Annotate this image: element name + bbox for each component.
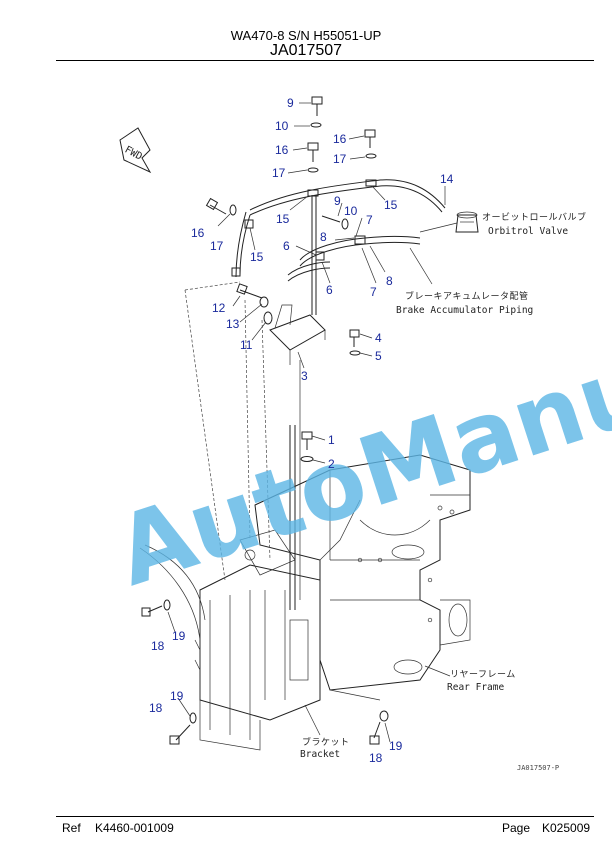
rear-frame-label-en: Rear Frame xyxy=(447,682,504,693)
callout-18: 18 xyxy=(369,751,383,765)
rear-frame-label-jp: リヤーフレーム xyxy=(450,669,516,680)
orbitrol-valve-icon xyxy=(455,211,479,233)
callout-15: 15 xyxy=(276,212,290,226)
callout-6: 6 xyxy=(326,283,333,297)
callout-6: 6 xyxy=(283,239,290,253)
callout-19: 19 xyxy=(389,739,403,753)
callout-3: 3 xyxy=(301,369,308,383)
callout-18: 18 xyxy=(151,639,165,653)
callout-13: 13 xyxy=(226,317,240,331)
figure-code: JA017507 xyxy=(269,42,343,59)
page-label: Page xyxy=(502,821,531,835)
callout-1: 1 xyxy=(328,433,335,447)
callout-15: 15 xyxy=(250,250,264,264)
callout-4: 4 xyxy=(375,331,382,345)
clamp-icon xyxy=(231,179,377,277)
brake-piping-label-jp: ブレーキアキュムレータ配管 xyxy=(405,290,529,302)
callout-14: 14 xyxy=(440,172,454,186)
dashed-links xyxy=(184,281,271,581)
watermark: AutoManual xyxy=(103,301,612,608)
leader-lines xyxy=(167,102,458,743)
orbitrol-valve-label-en: Orbitrol Valve xyxy=(488,226,568,237)
callout-17: 17 xyxy=(333,152,347,166)
bracket-label-en: Bracket xyxy=(300,749,340,760)
bracket-label-jp: ブラケット xyxy=(302,736,350,748)
header-rule xyxy=(56,60,594,61)
callout-12: 12 xyxy=(212,301,226,315)
callout-19: 19 xyxy=(172,629,186,643)
figure-id-label: JA017507-P xyxy=(517,764,559,772)
brake-piping-label-en: Brake Accumulator Piping xyxy=(396,305,533,316)
callout-17: 17 xyxy=(210,239,224,253)
callout-10: 10 xyxy=(344,204,358,218)
callout-16: 16 xyxy=(191,226,205,240)
bracket-plate-part-3 xyxy=(269,304,326,365)
ref-label: Ref xyxy=(62,821,81,835)
callout-10: 10 xyxy=(275,119,289,133)
callout-19: 19 xyxy=(170,689,184,703)
page-number: K025009 xyxy=(542,821,591,835)
callout-7: 7 xyxy=(370,285,377,299)
callout-16: 16 xyxy=(275,143,289,157)
callout-11: 11 xyxy=(240,338,253,352)
callout-8: 8 xyxy=(386,274,393,288)
callout-17: 17 xyxy=(272,166,286,180)
callout-9: 9 xyxy=(287,96,294,110)
callout-15: 15 xyxy=(384,198,398,212)
callout-7: 7 xyxy=(366,213,373,227)
callout-5: 5 xyxy=(375,349,382,363)
bolt-icon xyxy=(141,96,389,745)
callout-16: 16 xyxy=(333,132,347,146)
callout-9: 9 xyxy=(334,194,341,208)
orbitrol-valve-label-jp: オービットロールバルブ xyxy=(482,211,587,223)
fwd-arrow-icon: FWD xyxy=(119,127,152,174)
part-callouts: 9 10 16 17 16 17 14 15 15 9 10 7 8 6 16 … xyxy=(149,96,454,765)
fwd-label: FWD xyxy=(123,144,144,162)
callout-8: 8 xyxy=(320,230,327,244)
model-title: WA470-8 S/N H55051-UP xyxy=(230,28,382,43)
callout-2: 2 xyxy=(328,457,335,471)
callout-18: 18 xyxy=(149,701,163,715)
footer-rule xyxy=(56,816,594,817)
ref-number: K4460-001009 xyxy=(95,821,174,835)
